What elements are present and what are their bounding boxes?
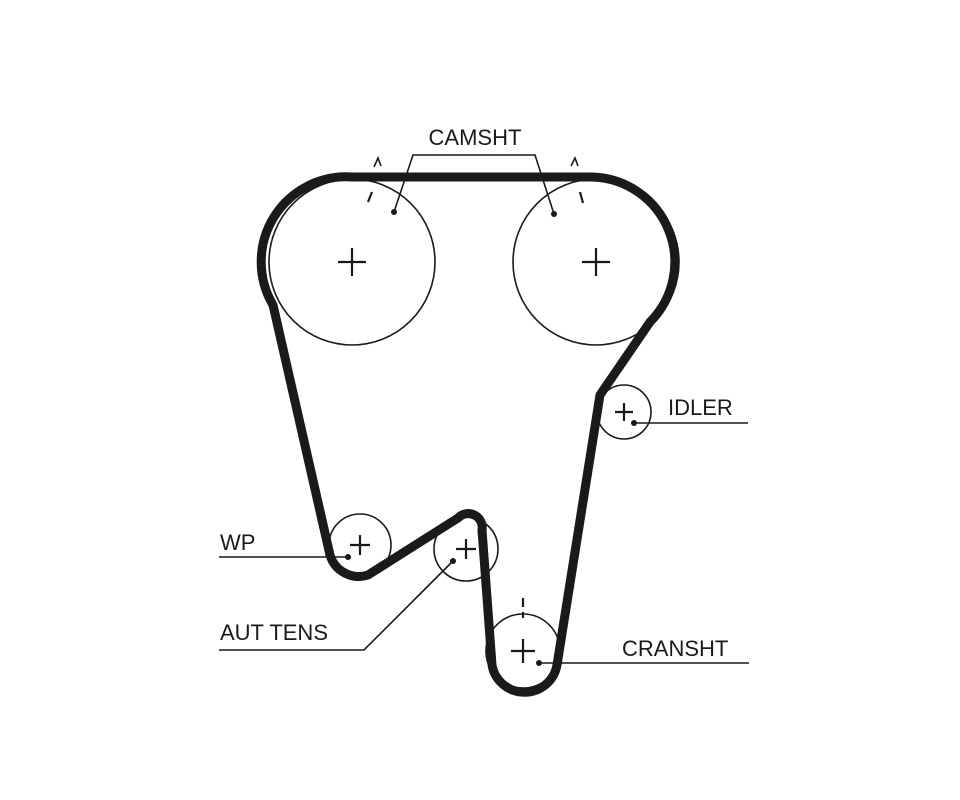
camshaft-pulley-left xyxy=(268,155,436,346)
camshaft-label: CAMSHT xyxy=(429,125,522,150)
idler-pulley xyxy=(596,384,652,440)
camshaft-leader xyxy=(391,154,557,217)
auto-tensioner-leader xyxy=(219,560,454,651)
crankshaft-pulley xyxy=(485,598,561,689)
timing-mark-right xyxy=(578,191,585,204)
idler-label: IDLER xyxy=(668,395,733,420)
timing-belt xyxy=(256,172,680,697)
camshaft-pulley-right xyxy=(512,156,680,346)
crankshaft-label: CRANSHT xyxy=(622,636,728,661)
timing-mark-left xyxy=(366,191,374,203)
water-pump-pulley xyxy=(328,513,392,577)
auto-tensioner-label: AUT TENS xyxy=(220,620,328,645)
water-pump-label: WP xyxy=(220,530,255,555)
